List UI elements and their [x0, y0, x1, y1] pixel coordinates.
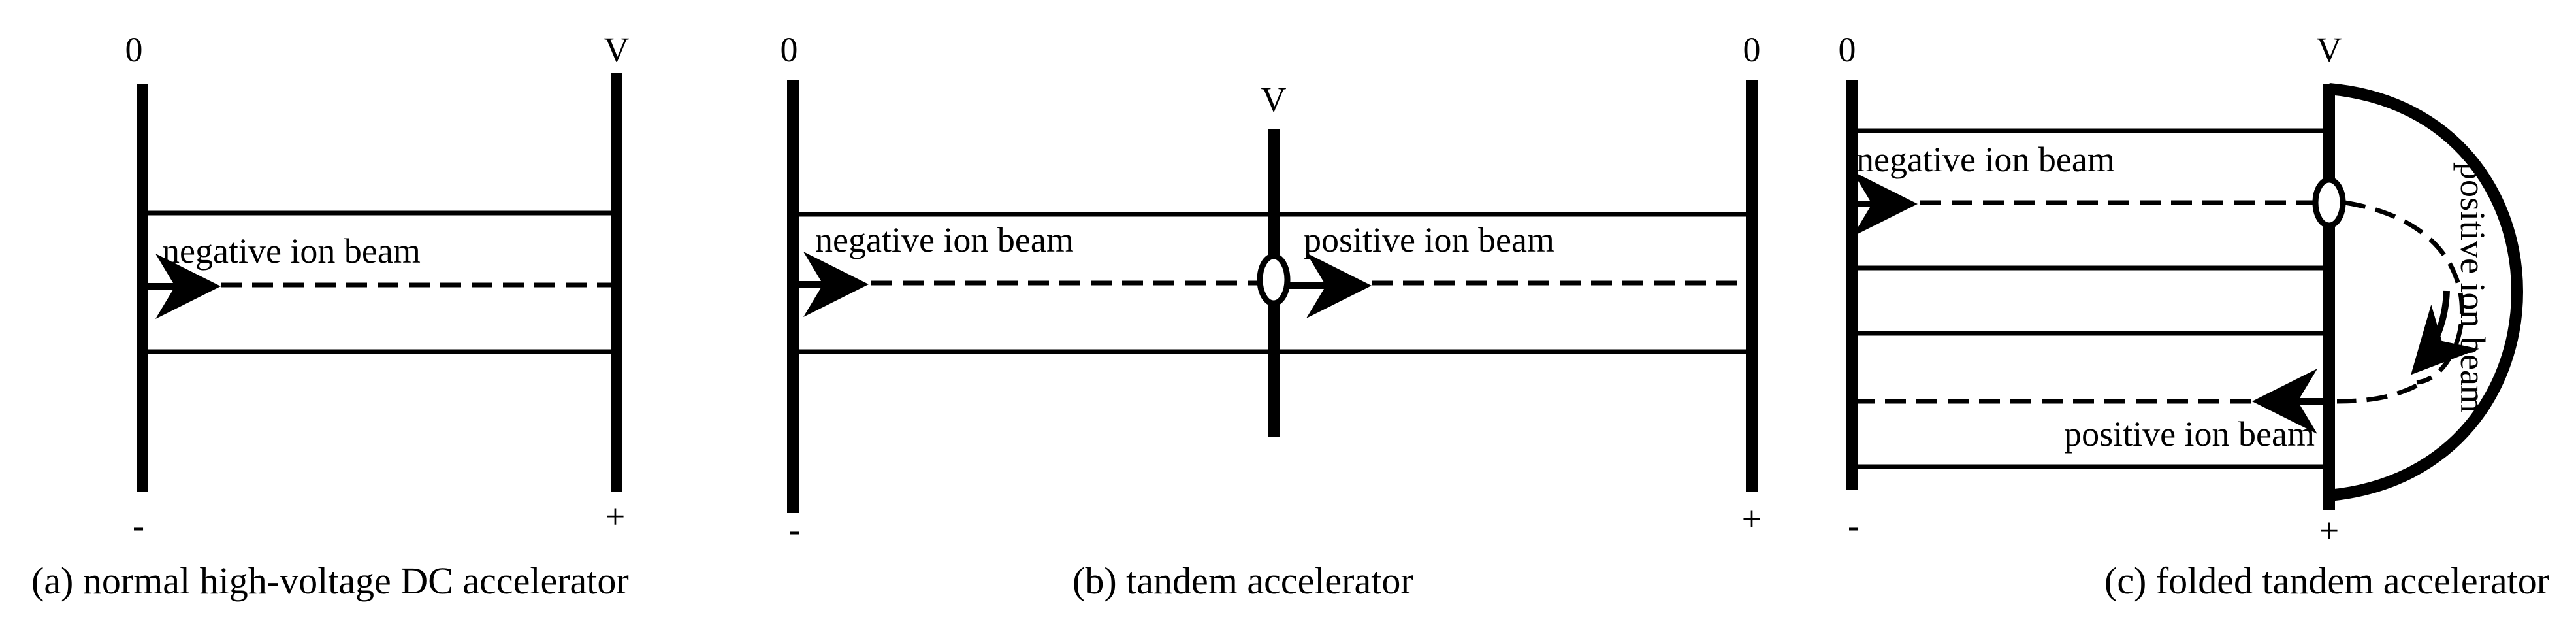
left-electrode-label: 0	[1839, 30, 1856, 69]
terminal-label: V	[1261, 80, 1287, 119]
right-electrode-label: 0	[1743, 30, 1761, 69]
caption: (a) normal high-voltage DC accelerator	[31, 559, 629, 602]
negative-beam-label: negative ion beam	[1856, 140, 2115, 179]
panel-b: 0 V 0 negative ion beam positive ion bea…	[781, 30, 1762, 602]
panel-a: 0 V negative ion beam - + (a) normal hig…	[31, 30, 630, 602]
left-electrode-label: 0	[781, 30, 798, 69]
right-electrode-label: V	[604, 30, 630, 69]
curved-beam-arrow	[2411, 290, 2479, 375]
stripper-foil	[2312, 176, 2346, 229]
positive-beam-label: positive ion beam	[1304, 220, 1554, 259]
terminal-polarity: +	[2319, 511, 2339, 550]
curved-positive-beam-path	[2344, 200, 2464, 385]
curved-beam-label: positive ion beam	[2453, 162, 2492, 413]
left-polarity: -	[788, 510, 800, 549]
terminal-label: V	[2317, 30, 2342, 69]
return-beam-label: positive ion beam	[2064, 414, 2315, 454]
right-polarity: +	[1742, 499, 1762, 539]
panel-c: 0 V negative ion beam positive ion beam …	[1839, 30, 2550, 602]
terminal-dome	[2328, 83, 2523, 501]
left-polarity: -	[1848, 506, 1860, 545]
left-electrode-label: 0	[125, 30, 143, 69]
beam-label: negative ion beam	[162, 231, 421, 271]
right-polarity: +	[605, 497, 625, 536]
curved-beam-tail	[2336, 383, 2418, 404]
negative-beam-label: negative ion beam	[815, 220, 1074, 259]
caption: (b) tandem accelerator	[1072, 559, 1413, 602]
stripper-foil	[1257, 253, 1291, 307]
left-polarity: -	[133, 506, 144, 545]
caption: (c) folded tandem accelerator	[2104, 559, 2549, 602]
